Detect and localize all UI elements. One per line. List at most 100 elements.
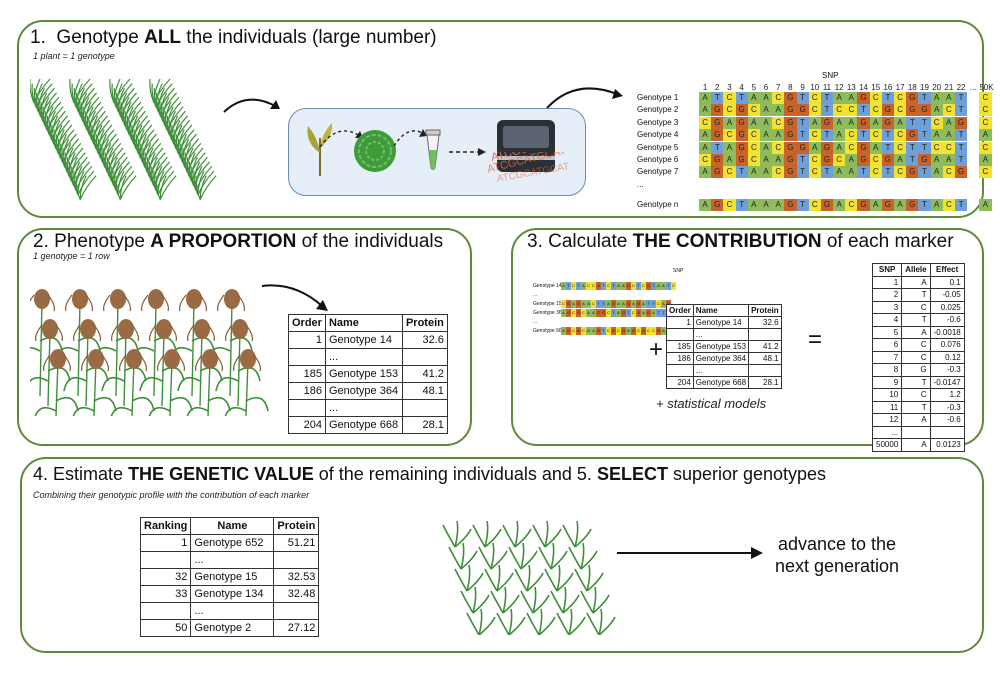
snp-position-label: 18 [907, 83, 917, 92]
snp-base-cell: C [979, 104, 992, 117]
snp-base-cell: C [723, 198, 736, 211]
snp-base-cell: A [869, 141, 882, 154]
phenotype-table-cell: Genotype 364 [324, 382, 403, 400]
snp-position-label: 50K [979, 83, 994, 92]
snp-position-label: 1 [702, 83, 708, 92]
snp-base-cell: A [833, 198, 846, 211]
mini-snp-cell: A [591, 327, 596, 335]
young-plants-illustration [442, 520, 616, 635]
snp-base-cell: C [894, 92, 907, 104]
effect-cell: A [901, 325, 931, 339]
snp-base-cell: G [906, 166, 919, 179]
snp-base-cell: A [979, 198, 992, 211]
effect-cell: 0.076 [929, 338, 965, 352]
snp-base-cell: C [723, 104, 736, 117]
wheat-field-illustration [30, 78, 217, 200]
effect-cell: T [901, 400, 931, 414]
snp-base-cell: C [894, 104, 907, 117]
snp-position-label: 5 [751, 83, 757, 92]
mini-phenotype-row: ... [666, 364, 782, 377]
mini-snp-cell: G [626, 282, 631, 290]
mini-snp-cell: C [606, 327, 611, 335]
effect-cell: T [901, 375, 931, 389]
snp-base-cell: A [979, 129, 992, 142]
snp-base-cell: C [772, 141, 785, 154]
snp-base-cell: A [930, 92, 943, 104]
mini-phenotype-cell: 186 [666, 352, 694, 365]
snp-base-cell: G [784, 198, 797, 211]
snp-base-cell: C [723, 129, 736, 142]
snp-base-cell: C [930, 116, 943, 129]
snp-position-label: 22 [956, 83, 966, 92]
col-protein: Protein [401, 314, 448, 332]
phenotype-table-cell [288, 348, 326, 366]
snp-base-cell: C [808, 92, 821, 104]
ranking-cell: 32 [139, 568, 192, 586]
snp-base-cell: T [918, 198, 931, 211]
snp-base-cell: T [954, 104, 968, 117]
snp-base-cell: C [808, 154, 821, 166]
mini-snp-cell: T [611, 309, 616, 317]
snp-base-cell: C [869, 104, 882, 117]
snp-base-cell: T [796, 116, 809, 129]
mini-phenotype-cell: ... [692, 364, 750, 377]
mini-snp-cell: C [606, 309, 611, 317]
mini-phenotype-cell: ... [692, 328, 750, 341]
snp-base-cell: G [954, 116, 968, 129]
snp-base-cell: T [820, 104, 834, 117]
snp-base-cell: A [930, 166, 943, 179]
mini-snp-cell: G [596, 327, 601, 335]
phenotype-table-cell: Genotype 14 [324, 331, 403, 349]
effect-cell [929, 425, 965, 439]
snp-base-cell: G [784, 116, 797, 129]
snp-base-cell: A [808, 141, 821, 154]
snp-base-cell: A [759, 104, 773, 117]
advance-arrow-icon [617, 547, 763, 559]
effect-cell: A [901, 438, 931, 452]
effect-cell: A [901, 413, 931, 427]
snp-base-cell: G [784, 141, 797, 154]
genotype-label: Genotype 4 [637, 130, 679, 140]
snp-base-cell: A [930, 198, 943, 211]
snp-base-cell: C [942, 104, 955, 117]
mini-snp-cell: T [651, 300, 656, 308]
mini-snp-cell: T [576, 282, 581, 290]
effect-cell: 4 [871, 313, 903, 327]
snp-base-cell: C [942, 141, 955, 154]
mini-snp-row: ... [533, 318, 561, 326]
mini-snp-cell: T [666, 282, 671, 290]
col-order: Order [288, 314, 326, 332]
snp-base-cell: A [930, 104, 943, 117]
snp-base-cell: T [857, 129, 870, 142]
mini-phenotype-cell [666, 364, 694, 377]
snp-base-cell: A [845, 116, 858, 129]
effect-cell: 6 [871, 338, 903, 352]
snp-base-cell: C [894, 129, 907, 142]
arrow-icon [223, 98, 280, 113]
mini-snp-cell: G [656, 327, 661, 335]
mini-snp-cell: C [671, 282, 676, 290]
snp-base-cell: G [711, 104, 724, 117]
snp-base-cell: G [857, 116, 870, 129]
snp-base-cell: A [869, 116, 882, 129]
snp-base-cell: G [784, 129, 797, 142]
snp-base-cell: G [906, 92, 919, 104]
snp-position-label: 6 [763, 83, 769, 92]
snp-base-cell: T [796, 129, 809, 142]
snp-base-cell: C [772, 92, 785, 104]
snp-base-cell: T [857, 166, 870, 179]
ranking-cell [273, 551, 320, 569]
effect-cell: 0.1 [929, 275, 965, 289]
mini-snp-cell: T [601, 300, 606, 308]
mini-snp-cell: G [566, 300, 571, 308]
snp-base-cell: T [796, 92, 809, 104]
snp-base-cell: T [796, 154, 809, 166]
